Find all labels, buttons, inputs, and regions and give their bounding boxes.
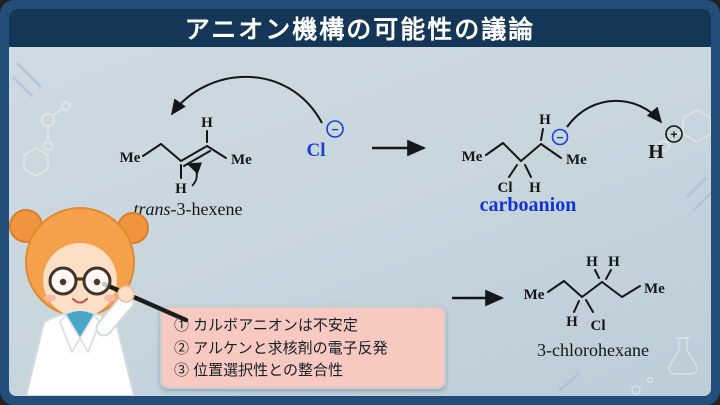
hexene-label-italic: trans bbox=[133, 199, 171, 219]
notes-box: ① カルボアニオンは不安定 ② アルケンと求核剤の電子反発 ③ 位置選択性との整… bbox=[160, 306, 446, 389]
page-title: アニオン機構の可能性の議論 bbox=[184, 16, 536, 44]
carbanion-label: carboanion bbox=[479, 194, 577, 216]
hexene-label-rest: -3-hexene bbox=[170, 199, 243, 219]
hexene-label: trans-3-hexene bbox=[103, 199, 273, 220]
title-banner: アニオン機構の可能性の議論 bbox=[9, 9, 711, 47]
note-line-2: ② アルケンと求核剤の電子反発 bbox=[174, 339, 388, 357]
chlorohexane-label: 3-chlorohexane bbox=[537, 340, 649, 360]
note-line-1: ① カルボアニオンは不安定 bbox=[174, 317, 358, 334]
note-line-3: ③ 位置選択性との整合性 bbox=[174, 362, 344, 379]
